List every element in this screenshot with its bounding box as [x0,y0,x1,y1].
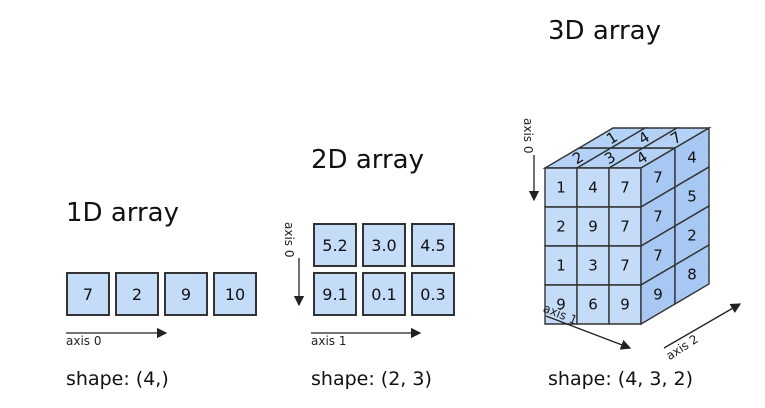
cube-side-value: 7 [653,247,663,265]
cube-side-value: 4 [687,149,697,167]
shape-2d-label: shape: (2, 3) [311,368,432,390]
title-3d-array: 3D array [548,16,662,46]
cube-side-value: 7 [653,208,663,226]
cube-front-value: 7 [620,218,630,236]
cube-front-value: 2 [556,218,566,236]
cube-side-value: 7 [653,169,663,187]
array-1d-cell: 7 [66,272,110,316]
cube-front-value: 1 [556,257,566,275]
axis-1-arrow-3d [545,315,632,350]
cube-front-value: 7 [620,179,630,197]
array-1d-cell: 10 [213,272,257,316]
axis-1-label-2d: axis 1 [311,334,347,348]
array-1d-cell: 2 [115,272,159,316]
cube-side-value: 9 [653,286,663,304]
array-2d-cell: 3.0 [362,223,406,267]
cube-front-value: 7 [620,257,630,275]
cube-front-value: 9 [556,296,566,314]
cube-side-cell [674,243,710,306]
array-2d-cell: 5.2 [313,223,357,267]
cube-front-value: 1 [556,179,566,197]
shape-3d-label: shape: (4, 3, 2) [548,368,694,390]
title-1d-array: 1D array [66,198,180,228]
cube-front-value: 9 [620,296,630,314]
cube-front-value: 6 [588,296,598,314]
array-1d-cell: 9 [164,272,208,316]
array-2d-cell: 0.3 [411,272,455,316]
shape-1d-label: shape: (4,) [66,368,169,390]
array-2d-cell: 9.1 [313,272,357,316]
title-2d-array: 2D array [311,145,425,175]
axis-0-label-1d: axis 0 [66,334,102,348]
array-2d-cell: 4.5 [411,223,455,267]
cube-front-value: 3 [588,257,598,275]
cube-front-value: 9 [588,218,598,236]
axis-2-arrow-3d [663,303,742,349]
array-2d-cell: 0.1 [362,272,406,316]
cube-side-value: 8 [687,266,697,284]
cube-side-value: 5 [687,188,697,206]
cube-side-value: 2 [687,227,697,245]
cube-front-value: 4 [588,179,598,197]
